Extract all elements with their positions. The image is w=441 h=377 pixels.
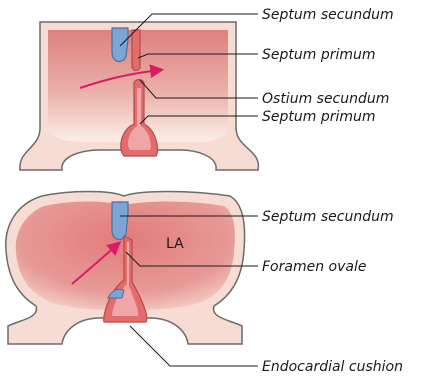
left-atrium-label: LA (166, 236, 184, 252)
bottom-heart-panel: LA (6, 192, 245, 345)
label-septum-secundum-bottom: Septum secundum (262, 209, 394, 225)
label-ostium-secundum: Ostium secundum (262, 91, 389, 107)
top-heart-panel (20, 22, 259, 170)
labels: Septum secundum Septum primum Ostium sec… (262, 7, 403, 375)
label-septum-primum-2: Septum primum (262, 109, 376, 125)
septum-secundum-bottom (112, 202, 128, 240)
septum-secundum-top (112, 28, 128, 62)
label-septum-primum-top: Septum primum (262, 47, 376, 63)
septum-primum-upper (132, 30, 140, 71)
label-foramen-ovale: Foramen ovale (262, 259, 366, 275)
label-septum-secundum-top: Septum secundum (262, 7, 394, 23)
label-endocardial-cushion: Endocardial cushion (262, 359, 403, 375)
